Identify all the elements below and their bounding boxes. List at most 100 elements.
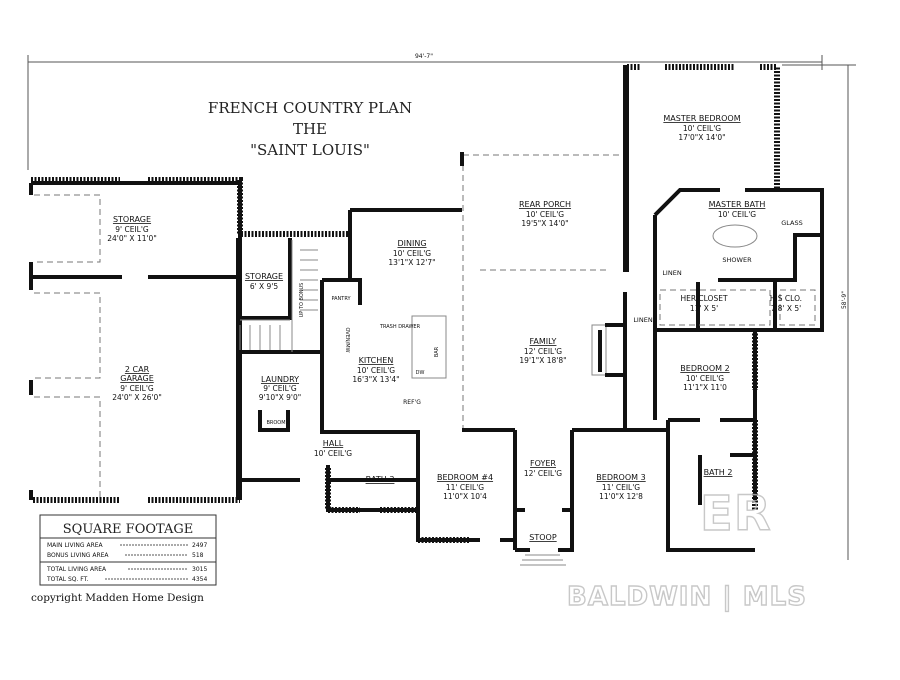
svg-text:KITCHEN: KITCHEN [359,356,394,365]
bedroom-wing-walls [513,330,758,566]
room-family: FAMILY 12' CEIL'G 19'1"X 18'8" [519,337,566,365]
svg-text:10' CEIL'G: 10' CEIL'G [357,366,395,375]
svg-text:BEDROOM 2: BEDROOM 2 [680,364,729,373]
svg-text:11' CEIL'G: 11' CEIL'G [446,483,484,492]
room-bedroom4: BEDROOM #4 11' CEIL'G 11'0"X 10'4 [437,473,493,501]
room-garage: 2 CAR GARAGE 9' CEIL'G 24'0" X 26'0" [112,365,162,402]
sqft-row: TOTAL SQ. FT. 4354 [46,576,207,583]
svg-text:19'1"X 18'8": 19'1"X 18'8" [519,356,566,365]
room-foyer: FOYER 12' CEIL'G [524,459,562,478]
garage-walls [29,177,348,503]
room-bath2: BATH 2 [704,468,733,477]
copyright-text: copyright Madden Home Design [31,592,204,604]
svg-text:12' CEIL'G: 12' CEIL'G [524,469,562,478]
svg-text:BAR: BAR [434,346,440,357]
svg-text:6' X 9'5: 6' X 9'5 [250,282,279,291]
svg-text:12' CEIL'G: 12' CEIL'G [524,347,562,356]
room-his-closet: HIS CLO. 7'8' X 5' [770,294,802,313]
room-dining: DINING 10' CEIL'G 13'1"X 12'7" [388,239,435,267]
svg-text:BEDROOM #4: BEDROOM #4 [437,473,493,482]
svg-text:4354: 4354 [192,576,207,583]
sqft-row: BONUS LIVING AREA 518 [47,552,204,559]
svg-text:STORAGE: STORAGE [113,215,151,224]
room-kitchen: KITCHEN 10' CEIL'G 16'3"X 13'4" TRASH DR… [352,324,440,406]
svg-text:DINING: DINING [397,239,426,248]
plan-title: FRENCH COUNTRY PLAN [208,99,412,117]
room-master-bedroom: MASTER BEDROOM 10' CEIL'G 17'0"X 14'0" [663,114,740,142]
svg-text:MASTER BEDROOM: MASTER BEDROOM [663,114,740,123]
svg-text:10' CEIL'G: 10' CEIL'G [683,124,721,133]
svg-text:TRASH DRAWER: TRASH DRAWER [379,324,421,330]
svg-text:16'3"X 13'4": 16'3"X 13'4" [352,375,399,384]
svg-text:DW: DW [416,370,425,376]
room-storage-garage: STORAGE 9' CEIL'G 24'0" X 11'0" [107,215,157,243]
svg-text:13'1"X 12'7": 13'1"X 12'7" [388,258,435,267]
svg-text:11' CEIL'G: 11' CEIL'G [602,483,640,492]
svg-text:10' CEIL'G: 10' CEIL'G [686,374,724,383]
svg-text:GLASS: GLASS [781,219,803,227]
svg-text:10' CEIL'G: 10' CEIL'G [314,449,352,458]
overall-width-dimension: 94'-7" [27,53,823,170]
svg-text:24'0" X 11'0": 24'0" X 11'0" [107,234,157,243]
svg-text:3015: 3015 [192,566,207,573]
square-footage-table: SQUARE FOOTAGE MAIN LIVING AREA 2497 BON… [39,514,217,586]
svg-text:10' CEIL'G: 10' CEIL'G [526,210,564,219]
svg-text:9'10"X 9'0": 9'10"X 9'0" [259,393,301,402]
pantry-label: PANTRY [331,296,351,302]
overall-depth-dimension: 58'-9" [782,64,856,560]
svg-text:7'8' X 5': 7'8' X 5' [771,304,801,313]
svg-text:BROOM: BROOM [266,420,285,426]
svg-text:TOTAL LIVING AREA: TOTAL LIVING AREA [46,566,107,573]
svg-text:BONUS LIVING AREA: BONUS LIVING AREA [47,552,109,559]
svg-text:SHOWER: SHOWER [722,256,752,264]
stairs-label: UP TO BONUS [299,283,305,318]
width-dimension-label: 94'-7" [415,53,433,60]
svg-text:17'0"X 14'0": 17'0"X 14'0" [678,133,725,142]
svg-text:518: 518 [192,552,204,559]
svg-text:TOTAL SQ. FT.: TOTAL SQ. FT. [46,576,89,583]
svg-text:HALL: HALL [323,439,344,448]
room-stoop: STOOP [529,533,557,542]
plan-name: "SAINT LOUIS" [250,141,370,159]
svg-text:24'0" X 26'0": 24'0" X 26'0" [112,393,162,402]
plan-title-the: THE [293,120,327,138]
sqft-row: MAIN LIVING AREA 2497 [47,542,207,549]
room-storage-small: STORAGE 6' X 9'5 [245,272,283,291]
svg-text:2497: 2497 [192,542,207,549]
svg-text:10' CEIL'G: 10' CEIL'G [718,210,756,219]
svg-text:10' CEIL'G: 10' CEIL'G [393,249,431,258]
room-bedroom3: BEDROOM 3 11' CEIL'G 11'0"X 12'8 [596,473,645,501]
svg-text:GARAGE: GARAGE [120,374,154,383]
svg-text:11' X 5': 11' X 5' [690,304,718,313]
room-bedroom2: BEDROOM 2 10' CEIL'G 11'1"X 11'0 [680,364,729,392]
room-master-bath: MASTER BATH 10' CEIL'G GLASS SHOWER LINE… [662,200,802,277]
master-suite-walls [625,64,824,332]
svg-text:HER CLOSET: HER CLOSET [680,294,728,303]
room-rear-porch: REAR PORCH 10' CEIL'G 19'5"X 14'0" [519,200,571,228]
svg-text:STORAGE: STORAGE [245,272,283,281]
svg-text:9' CEIL'G: 9' CEIL'G [263,384,297,393]
svg-text:MASTER BATH: MASTER BATH [709,200,766,209]
svg-text:BEDROOM 3: BEDROOM 3 [596,473,645,482]
svg-text:11'1"X 11'0: 11'1"X 11'0 [683,383,727,392]
watermark-logo: ER [700,486,772,542]
oven-label: OVEN/MW [344,327,350,352]
svg-text:LAUNDRY: LAUNDRY [261,375,299,384]
svg-text:REAR PORCH: REAR PORCH [519,200,571,209]
square-footage-heading: SQUARE FOOTAGE [63,522,193,537]
svg-text:REF'G: REF'G [403,399,421,406]
svg-text:11'0"X 12'8: 11'0"X 12'8 [599,492,643,501]
svg-text:2 CAR: 2 CAR [125,365,150,374]
svg-text:9' CEIL'G: 9' CEIL'G [120,384,154,393]
svg-text:9' CEIL'G: 9' CEIL'G [115,225,149,234]
svg-text:LINEN: LINEN [662,269,682,277]
watermark-text: BALDWIN | MLS [567,582,807,612]
room-bath3: BATH 3 [366,475,395,484]
central-walls [236,208,516,543]
linen-label: LINEN [633,316,653,324]
svg-text:FOYER: FOYER [530,459,556,468]
room-hall: HALL 10' CEIL'G [314,439,352,458]
svg-text:MAIN LIVING AREA: MAIN LIVING AREA [47,542,104,549]
mls-watermark: ER BALDWIN | MLS [566,485,807,612]
